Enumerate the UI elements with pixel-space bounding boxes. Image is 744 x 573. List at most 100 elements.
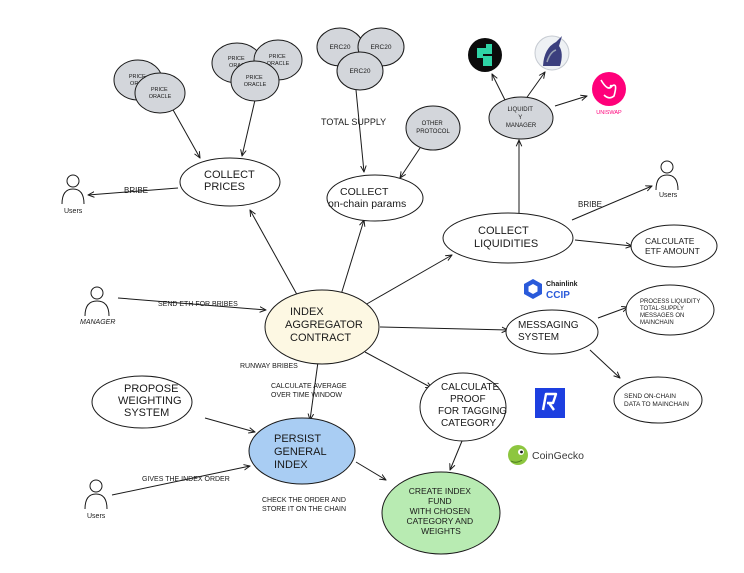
process-liquidity-label: PROCESS LIQUIDITY TOTAL-SUPPLY MESSAGES … bbox=[640, 299, 702, 326]
process-liquidity-line: TOTAL-SUPPLY bbox=[640, 306, 684, 312]
edges bbox=[88, 72, 652, 496]
propose-weighting-node bbox=[91, 375, 193, 429]
other-protocol-node bbox=[405, 105, 461, 151]
coingecko-label: CoinGecko bbox=[532, 450, 584, 462]
edge-proof-to-create bbox=[450, 440, 463, 470]
users-left-actor bbox=[61, 174, 85, 205]
collect-liquidities-label: COLLECT LIQUIDITIES bbox=[474, 225, 538, 250]
persist-general-label: PERSIST GENERAL INDEX bbox=[274, 433, 329, 471]
index-aggregator-node bbox=[264, 289, 380, 365]
messaging-system-node bbox=[505, 309, 599, 355]
edge-propose-to-persist bbox=[204, 417, 255, 432]
persist-general-node bbox=[248, 417, 356, 485]
edge-erc20-to-onchain bbox=[355, 89, 364, 172]
propose-weighting-line: PROPOSE bbox=[124, 383, 178, 395]
edge-other-to-onchain bbox=[400, 147, 421, 178]
calculate-proof-line: FOR TAGGING bbox=[438, 406, 507, 417]
label-calc-average: CALCULATE AVERAGE OVER TIME WINDOW bbox=[271, 383, 349, 399]
other-protocol-line: PROTOCOL bbox=[416, 129, 450, 135]
propose-weighting-label: PROPOSE WEIGHTING SYSTEM bbox=[118, 383, 185, 419]
erc20-node bbox=[336, 51, 384, 91]
send-onchain-line: SEND ON-CHAIN bbox=[624, 393, 676, 400]
calculate-proof-node bbox=[419, 372, 507, 442]
price-oracle-line: PRICE bbox=[246, 75, 263, 81]
price-oracle-node-label: PRICE ORAC bbox=[228, 56, 246, 69]
label-total-supply: TOTAL SUPPLY bbox=[321, 117, 386, 127]
create-index-fund-line: CREATE INDEX bbox=[409, 486, 472, 496]
create-index-fund-node bbox=[381, 471, 501, 555]
process-liquidity-node bbox=[625, 284, 715, 336]
other-protocol-line: OTHER bbox=[422, 121, 444, 127]
edge-aggregator-to-liquidities bbox=[364, 255, 452, 306]
price-oracle-node-label: PRICE ORACLE bbox=[149, 87, 172, 100]
process-liquidity-line: PROCESS LIQUIDITY bbox=[640, 299, 700, 305]
calculate-etf-label: CALCULATE ETF AMOUNT bbox=[645, 236, 700, 256]
edge-aggregator-to-onchain bbox=[339, 220, 364, 299]
create-index-fund-line: WEIGHTS bbox=[421, 526, 461, 536]
price-oracle-node-label: PRICE ORACLE bbox=[244, 75, 267, 88]
index-aggregator-line: AGGREGATOR bbox=[285, 319, 363, 331]
edge-manager-to-logo2 bbox=[524, 72, 545, 101]
messaging-system-line: MESSAGING bbox=[518, 320, 579, 331]
collect-onchain-label: COLLECT on-chain params bbox=[328, 186, 406, 210]
blue-protocol-logo-icon bbox=[535, 388, 565, 418]
users-right-actor bbox=[655, 160, 679, 191]
user-body-icon bbox=[61, 188, 85, 205]
price-oracle-node bbox=[134, 72, 186, 114]
edge-manager-to-uniswap bbox=[554, 96, 587, 107]
price-oracle-line: ORACLE bbox=[149, 94, 172, 100]
calculate-etf-line: ETF AMOUNT bbox=[645, 246, 700, 256]
edge-messaging-to-process bbox=[597, 307, 628, 319]
send-onchain-label: SEND ON-CHAIN DATA TO MAINCHAIN bbox=[624, 393, 689, 408]
coingecko-logo-icon bbox=[508, 445, 528, 465]
user-head-icon bbox=[89, 479, 103, 493]
send-onchain-node bbox=[613, 376, 703, 424]
chainlink-product-label: CCIP bbox=[546, 290, 570, 301]
chainlink-brand-label: Chainlink bbox=[546, 281, 578, 288]
price-oracle-cluster-left: PRICE ORAC PRICE ORACLE bbox=[113, 59, 186, 114]
other-protocol-label: OTHER PROTOCOL bbox=[416, 121, 450, 135]
collect-liquidities-node bbox=[442, 212, 574, 264]
price-oracle-cluster-right: PRICE ORAC PRICE ORACLE PRICE ORACLE bbox=[211, 39, 303, 102]
user-head-icon bbox=[660, 160, 674, 174]
label-check-order: CHECK THE ORDER AND STORE IT ON THE CHAI… bbox=[262, 497, 348, 513]
create-index-fund-line: FUND bbox=[428, 496, 452, 506]
erc20-cluster: ERC20 ERC20 ERC20 bbox=[316, 27, 405, 91]
process-liquidity-line: MAINCHAIN bbox=[640, 320, 674, 326]
persist-general-line: GENERAL bbox=[274, 446, 326, 458]
edge-liquidities-to-etf bbox=[574, 239, 632, 246]
user-body-icon bbox=[84, 493, 108, 510]
calculate-proof-line: CALCULATE bbox=[441, 382, 499, 393]
index-aggregator-line: INDEX bbox=[290, 306, 324, 318]
users-left-label: Users bbox=[64, 208, 83, 215]
process-liquidity-line: MESSAGES ON bbox=[640, 313, 684, 319]
liquidity-manager-line: MANAGER bbox=[506, 123, 537, 129]
price-oracle-line: PRICE bbox=[269, 54, 286, 60]
index-aggregator-line: CONTRACT bbox=[290, 332, 351, 344]
create-index-fund-line: CATEGORY AND bbox=[407, 516, 474, 526]
collect-onchain-node bbox=[326, 174, 424, 222]
label-bribe-left: BRIBE bbox=[124, 186, 148, 195]
edge-aggregator-to-proof bbox=[364, 351, 432, 388]
label-gives-order: GIVES THE INDEX ORDER bbox=[142, 476, 230, 483]
manager-actor bbox=[84, 286, 110, 317]
users-bottom-label: Users bbox=[87, 513, 106, 520]
collect-prices-node bbox=[179, 157, 281, 207]
uniswap-label: UNISWAP bbox=[596, 110, 622, 116]
manager-label: MANAGER bbox=[80, 319, 115, 326]
label-runway-bribes: RUNWAY BRIBES bbox=[240, 363, 298, 370]
price-oracle-node bbox=[230, 60, 280, 102]
persist-general-line: PERSIST bbox=[274, 433, 321, 445]
index-aggregator-label: INDEX AGGREGATOR CONTRACT bbox=[285, 306, 366, 344]
edge-users-to-persist bbox=[111, 466, 250, 496]
edge-prices-to-users bbox=[88, 187, 179, 195]
uniswap-logo-icon bbox=[592, 72, 626, 106]
calculate-proof-label: CALCULATE PROOF FOR TAGGING CATEGORY bbox=[438, 382, 510, 429]
label-check-order-line: CHECK THE ORDER AND bbox=[262, 497, 346, 504]
liquidity-manager-label: LIQUIDIT Y MANAGER bbox=[506, 107, 537, 129]
collect-liquidities-line: LIQUIDITIES bbox=[474, 238, 538, 250]
liquidity-manager-node bbox=[488, 96, 554, 140]
edge-persist-to-create bbox=[355, 461, 386, 480]
edge-oracle2-to-prices bbox=[242, 99, 256, 156]
